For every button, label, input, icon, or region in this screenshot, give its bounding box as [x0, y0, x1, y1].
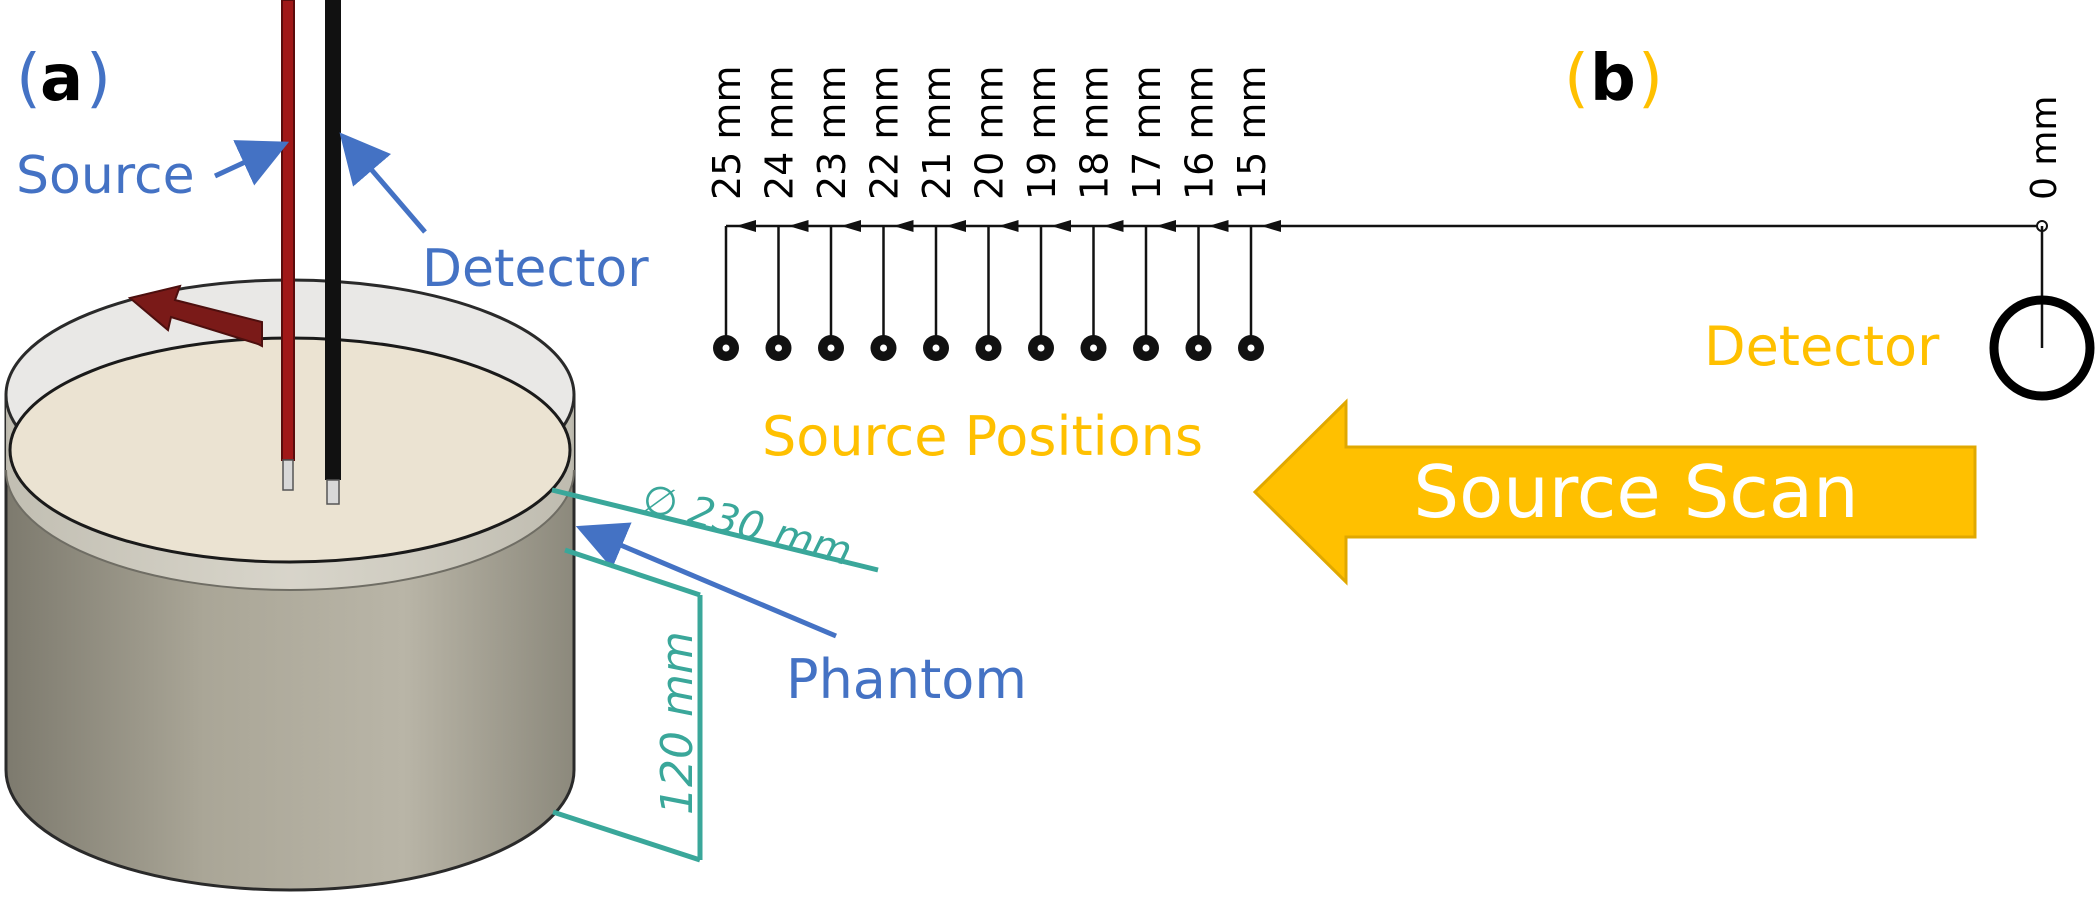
position-arrowhead — [946, 220, 966, 232]
rotation-arrow — [127, 284, 263, 348]
phantom-label: Phantom — [786, 648, 1027, 711]
detector-fiber — [325, 0, 341, 505]
origin-label: 0 mm — [2024, 96, 2065, 200]
source-scan-arrow — [1252, 398, 1977, 586]
source-position-dot-center — [1090, 344, 1097, 352]
source-positions-label: Source Positions — [762, 405, 1203, 468]
position-label: 15 mm — [1230, 66, 1274, 200]
source-position-dot-center — [1247, 344, 1255, 352]
source-position-dot-center — [1037, 344, 1045, 352]
position-label: 23 mm — [810, 66, 854, 200]
position-label: 16 mm — [1178, 66, 1222, 200]
source-position-dot-center — [722, 344, 730, 352]
position-label: 18 mm — [1073, 66, 1117, 200]
diameter-label: ∅ 230 mm — [637, 475, 856, 575]
position-label: 22 mm — [863, 66, 907, 200]
panel-b-paren-close: ) — [1638, 42, 1663, 116]
source-fiber — [281, 0, 295, 491]
source-pointer-arrow — [213, 140, 290, 186]
source-scan-label: Source Scan — [1413, 450, 1858, 534]
panel-b-paren-open: ( — [1564, 42, 1589, 116]
position-arrowhead — [1156, 220, 1176, 232]
detector-pointer-arrow — [339, 132, 427, 234]
position-arrowhead — [736, 220, 756, 232]
detector-label: Detector — [422, 239, 649, 299]
position-arrowhead — [893, 220, 914, 232]
position-label: 25 mm — [705, 66, 749, 200]
position-arrowhead — [998, 220, 1019, 232]
panel-a-paren-open: ( — [16, 42, 41, 116]
source-label: Source — [16, 146, 195, 206]
position-arrowhead — [841, 220, 861, 232]
position-label: 20 mm — [968, 66, 1012, 200]
detector-marker — [1989, 295, 2095, 401]
position-arrowhead — [1103, 220, 1124, 232]
position-arrowhead — [1051, 220, 1071, 232]
source-position-dot-center — [880, 344, 887, 352]
position-arrowhead — [788, 220, 809, 232]
panel-b-letter: b — [1590, 42, 1636, 116]
panel-a-letter: a — [40, 42, 83, 116]
source-position-dot-center — [775, 344, 782, 352]
position-label: 24 mm — [758, 66, 802, 200]
position-label: 17 mm — [1125, 66, 1169, 200]
source-position-dot-center — [827, 344, 835, 352]
position-arrowhead — [1208, 220, 1229, 232]
panel-a-paren-close: ) — [86, 42, 111, 116]
position-label: 19 mm — [1020, 66, 1064, 200]
diameter-dimension — [551, 487, 879, 863]
source-position-dot-center — [932, 344, 940, 352]
position-arrowhead — [1261, 220, 1281, 232]
source-position-dot-center — [1142, 344, 1150, 352]
position-label: 21 mm — [915, 66, 959, 200]
height-label: 120 mm — [652, 631, 703, 815]
detector-b-label: Detector — [1704, 315, 1940, 378]
source-position-dot-center — [1195, 344, 1202, 352]
phantom-pointer-arrow — [575, 522, 837, 639]
source-position-dot-center — [985, 344, 992, 352]
panel-a: ( a ) Source Detector Phantom — [4, 0, 1027, 892]
